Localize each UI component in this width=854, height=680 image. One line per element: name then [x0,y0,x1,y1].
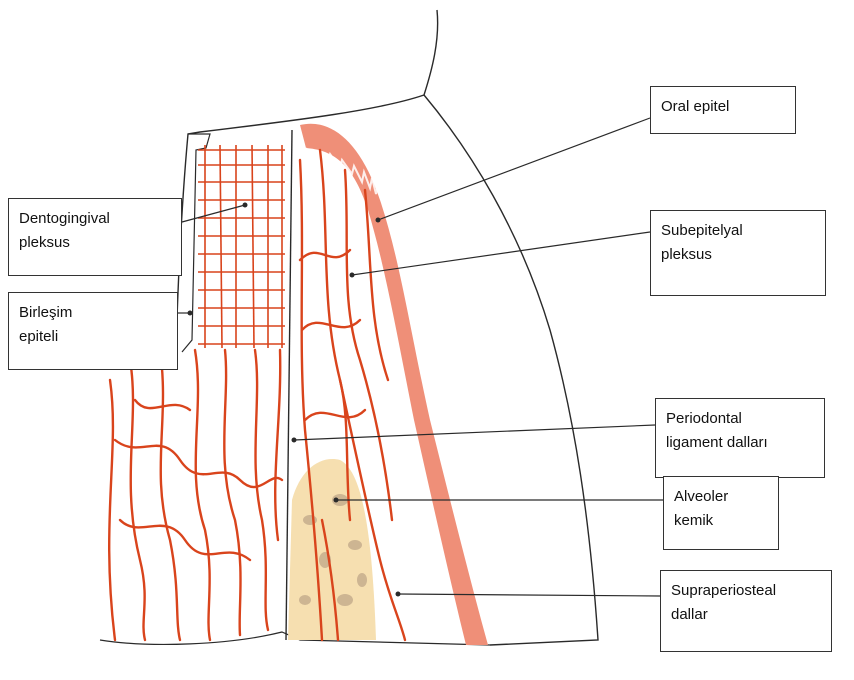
label-supraperiosteal-line1: Supraperiosteal [671,579,821,603]
label-subepitelyal-line1: Subepitelyal [661,219,815,243]
label-alveoler-line2: kemik [674,509,768,533]
leader-lines [178,118,663,596]
label-supraperiosteal-dallar: Supraperiosteal dallar [660,570,832,652]
label-birlesim-line1: Birleşim [19,301,167,325]
label-birlesim-line2: epiteli [19,325,167,349]
label-dentogingival-line2: pleksus [19,231,171,255]
label-birlesim-epiteli: Birleşim epiteli [8,292,178,370]
label-subepitelyal-pleksus: Subepitelyal pleksus [650,210,826,296]
label-oral-epitel: Oral epitel [650,86,796,134]
label-oral-epitel-line1: Oral epitel [661,95,785,119]
dentogingival-plexus [198,145,285,348]
label-alveoler-line1: Alveoler [674,485,768,509]
label-periodontal-ligament: Periodontal ligament dalları [655,398,825,478]
label-dentogingival-line1: Dentogingival [19,207,171,231]
label-periodontal-line2: ligament dalları [666,431,814,455]
label-supraperiosteal-line2: dallar [671,603,821,627]
connective-tissue-vessels [109,350,282,640]
label-dentogingival-pleksus: Dentogingival pleksus [8,198,182,276]
label-alveoler-kemik: Alveoler kemik [663,476,779,550]
label-periodontal-line1: Periodontal [666,407,814,431]
label-subepitelyal-line2: pleksus [661,243,815,267]
